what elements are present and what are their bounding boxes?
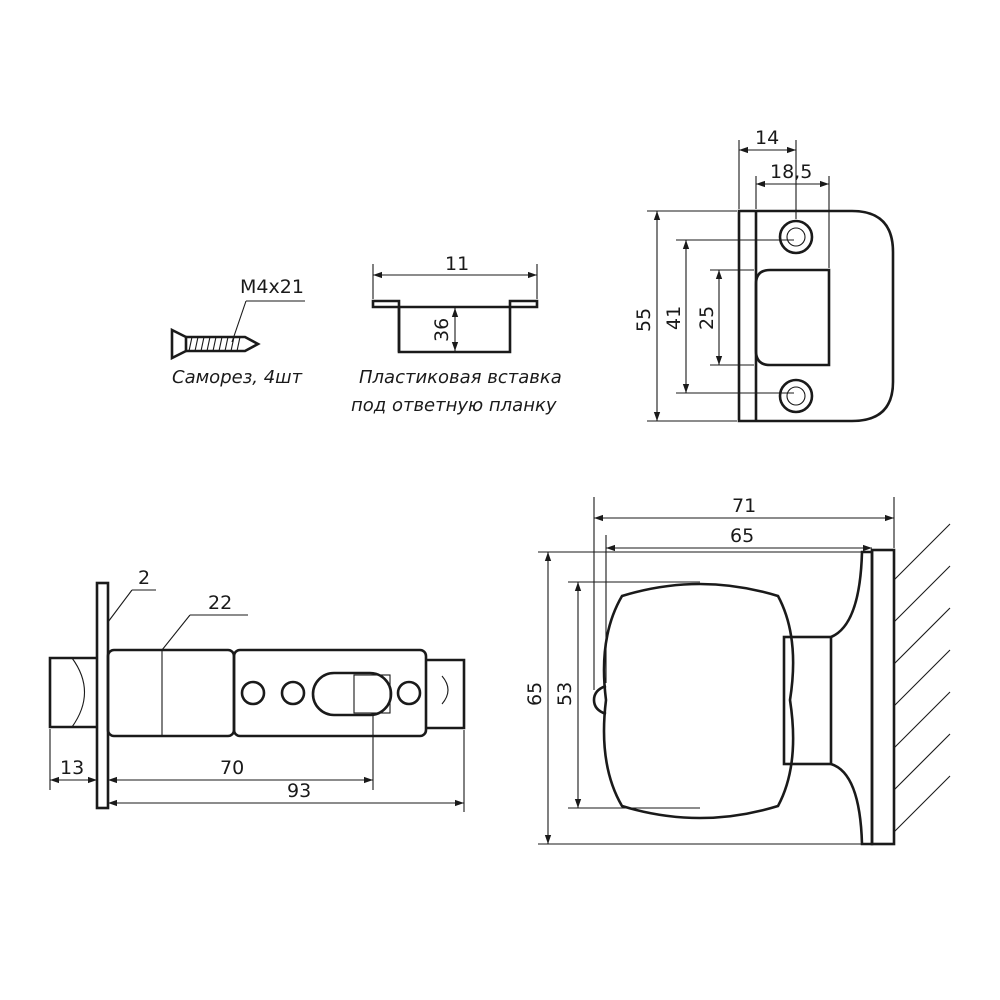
insert-caption-line1: Пластиковая вставка (359, 367, 562, 388)
latch-drawing: 2 22 13 70 93 (48, 567, 466, 812)
knob-dim-53: 53 (554, 682, 576, 706)
strike-dim-18-5: 18,5 (770, 161, 812, 183)
knob-drawing: 71 65 65 53 (524, 495, 951, 846)
knob-dim-65-width: 65 (730, 525, 754, 547)
strike-dim-41: 41 (663, 306, 685, 330)
latch-dim-13: 13 (60, 757, 84, 779)
strike-plate-drawing: 14 18,5 55 41 25 (633, 127, 895, 423)
strike-dim-55: 55 (633, 308, 655, 332)
screw-drawing: M4x21 Саморез, 4шт (170, 276, 305, 388)
screw-spec-label: M4x21 (240, 276, 304, 298)
strike-dim-25: 25 (696, 306, 718, 330)
insert-depth-label: 36 (431, 318, 453, 342)
insert-width-label: 11 (445, 253, 469, 275)
insert-caption-line2: под ответную планку (351, 395, 557, 416)
knob-dim-71: 71 (732, 495, 756, 517)
latch-dim-93: 93 (287, 780, 311, 802)
plastic-insert-drawing: 11 36 Пластиковая вставка под ответную п… (351, 253, 562, 416)
strike-dim-14: 14 (755, 127, 779, 149)
knob-dim-65-height: 65 (524, 682, 546, 706)
latch-dim-70: 70 (220, 757, 244, 779)
screw-caption: Саморез, 4шт (172, 367, 303, 388)
latch-dim-2: 2 (138, 567, 150, 589)
latch-dim-22: 22 (208, 592, 232, 614)
